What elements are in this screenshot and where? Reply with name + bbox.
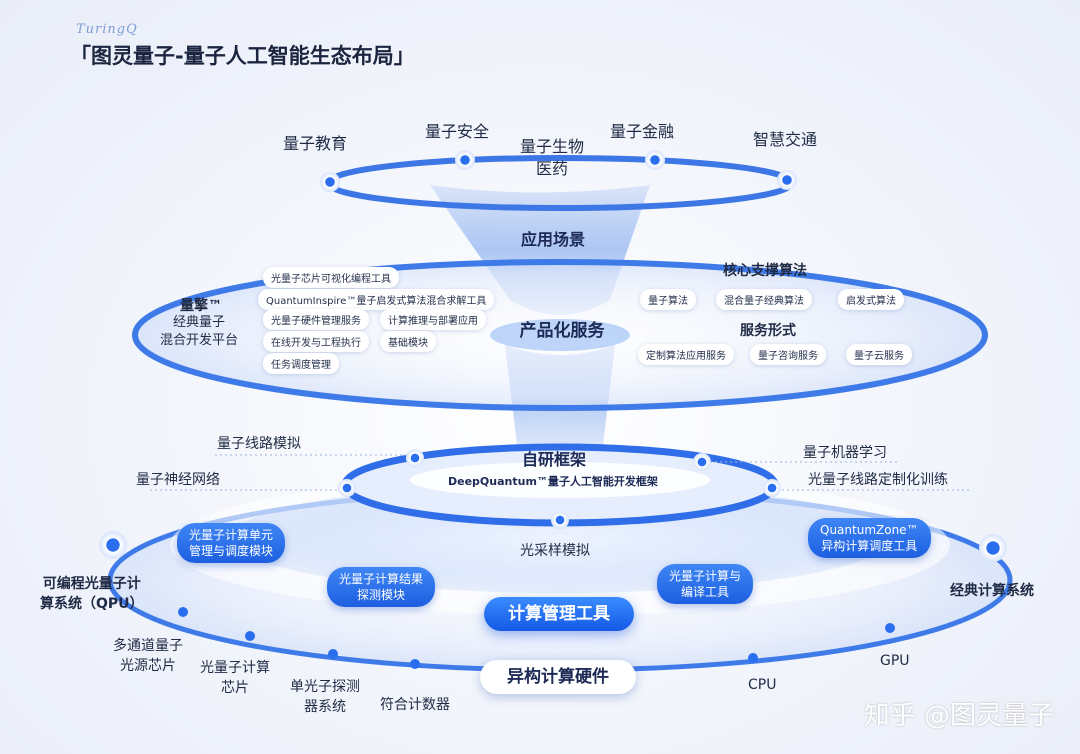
service-title: 服务形式: [740, 323, 796, 339]
layer-app-label: 应用场景: [521, 230, 586, 249]
tool-chip: 光量子芯片可视化编程工具: [263, 267, 399, 288]
hardware-item: 单光子探测 器系统: [290, 679, 360, 715]
algo-chip: 量子算法: [640, 289, 696, 310]
ring-dot: [645, 150, 665, 170]
service-chip: 量子云服务: [846, 344, 912, 365]
ring-dot: [245, 631, 255, 641]
ring-dot: [777, 170, 797, 190]
ring-dot: [99, 531, 127, 559]
app-label: 量子教育: [283, 134, 348, 153]
mgmt-pill: 光量子计算单元 管理与调度模块: [177, 523, 286, 563]
ring-dot: [455, 150, 475, 170]
framework-item: 光采样模拟: [520, 543, 590, 559]
brand-logo: TuringQ: [76, 22, 138, 37]
framework-item: 光量子线路定制化训练: [808, 472, 948, 488]
ring-dot: [320, 172, 340, 192]
product-ring: [132, 259, 988, 411]
tool-chip: 在线开发与工程执行: [263, 331, 369, 352]
mgmt-pill-text: 光量子计算与 编译工具: [669, 569, 742, 599]
watermark: 知乎 @图灵量子: [863, 701, 1054, 731]
framework-item: 量子神经网络: [136, 472, 220, 488]
tool-chip: QuantumInspire™量子启发式算法混合求解工具: [258, 289, 495, 310]
ring-dot: [748, 653, 758, 663]
mgmt-pill: 光量子计算结果 探测模块: [327, 567, 436, 607]
algo-chip: 启发式算法: [838, 289, 904, 310]
layer-mgmt-label: 计算管理工具: [484, 597, 634, 631]
tool-chip: 任务调度管理: [263, 353, 339, 374]
hardware-item: CPU: [748, 677, 777, 693]
algo-chip: 混合量子经典算法: [716, 289, 812, 310]
hardware-item: 符合计数器: [380, 697, 450, 713]
hardware-item: 光量子计算 芯片: [200, 660, 270, 696]
ring-dot: [551, 511, 569, 529]
mgmt-pill-text: 光量子计算结果 探测模块: [339, 572, 424, 602]
framework-item: 量子线路模拟: [217, 436, 301, 452]
app-label: 量子金融: [610, 122, 675, 141]
framework-item: 量子机器学习: [803, 445, 887, 461]
product-core: [490, 319, 630, 351]
mgmt-pill: QuantumZone™ 异构计算调度工具: [808, 518, 931, 558]
ring-dot: [410, 659, 420, 669]
service-chip: 量子咨询服务: [750, 344, 826, 365]
ring-dot: [406, 449, 424, 467]
ring-dot: [885, 623, 895, 633]
ring-dot: [763, 479, 781, 497]
tool-chip: 基础模块: [380, 331, 436, 352]
platform-subtitle: 经典量子 混合开发平台: [160, 315, 239, 348]
hardware-item: GPU: [880, 653, 910, 669]
mgmt-pill-text: QuantumZone™ 异构计算调度工具: [820, 523, 919, 553]
ring-dot: [693, 453, 711, 471]
tool-chip: 计算推理与部署应用: [380, 309, 486, 330]
platform-title: 量擎™: [180, 298, 222, 314]
mgmt-pill: 光量子计算与 编译工具: [657, 564, 754, 604]
layer-hardware-label: 异构计算硬件: [480, 660, 636, 694]
app-label: 量子安全: [425, 122, 490, 141]
ring-dot: [328, 649, 338, 659]
layer-product-label: 产品化服务: [519, 321, 605, 341]
app-label: 量子生物 医药: [520, 137, 585, 178]
qpu-system-label: 可编程光量子计 算系统（QPU）: [40, 576, 144, 612]
tool-chip: 光量子硬件管理服务: [263, 309, 369, 330]
service-chip: 定制算法应用服务: [638, 344, 734, 365]
ring-dot: [979, 534, 1007, 562]
ring-dot: [178, 607, 188, 617]
algo-title: 核心支撑算法: [723, 263, 807, 279]
ring-dot: [338, 479, 356, 497]
layer-framework-label: 自研框架: [522, 450, 587, 469]
framework-subtitle: DeepQuantum™量子人工智能开发框架: [448, 475, 658, 488]
mgmt-pill-text: 光量子计算单元 管理与调度模块: [189, 528, 274, 558]
framework-center: [410, 462, 710, 498]
hardware-item: 多通道量子 光源芯片: [113, 638, 183, 674]
classic-system-label: 经典计算系统: [950, 583, 1034, 599]
page-title: 「图灵量子-量子人工智能生态布局」: [70, 44, 415, 68]
app-label: 智慧交通: [753, 130, 818, 149]
